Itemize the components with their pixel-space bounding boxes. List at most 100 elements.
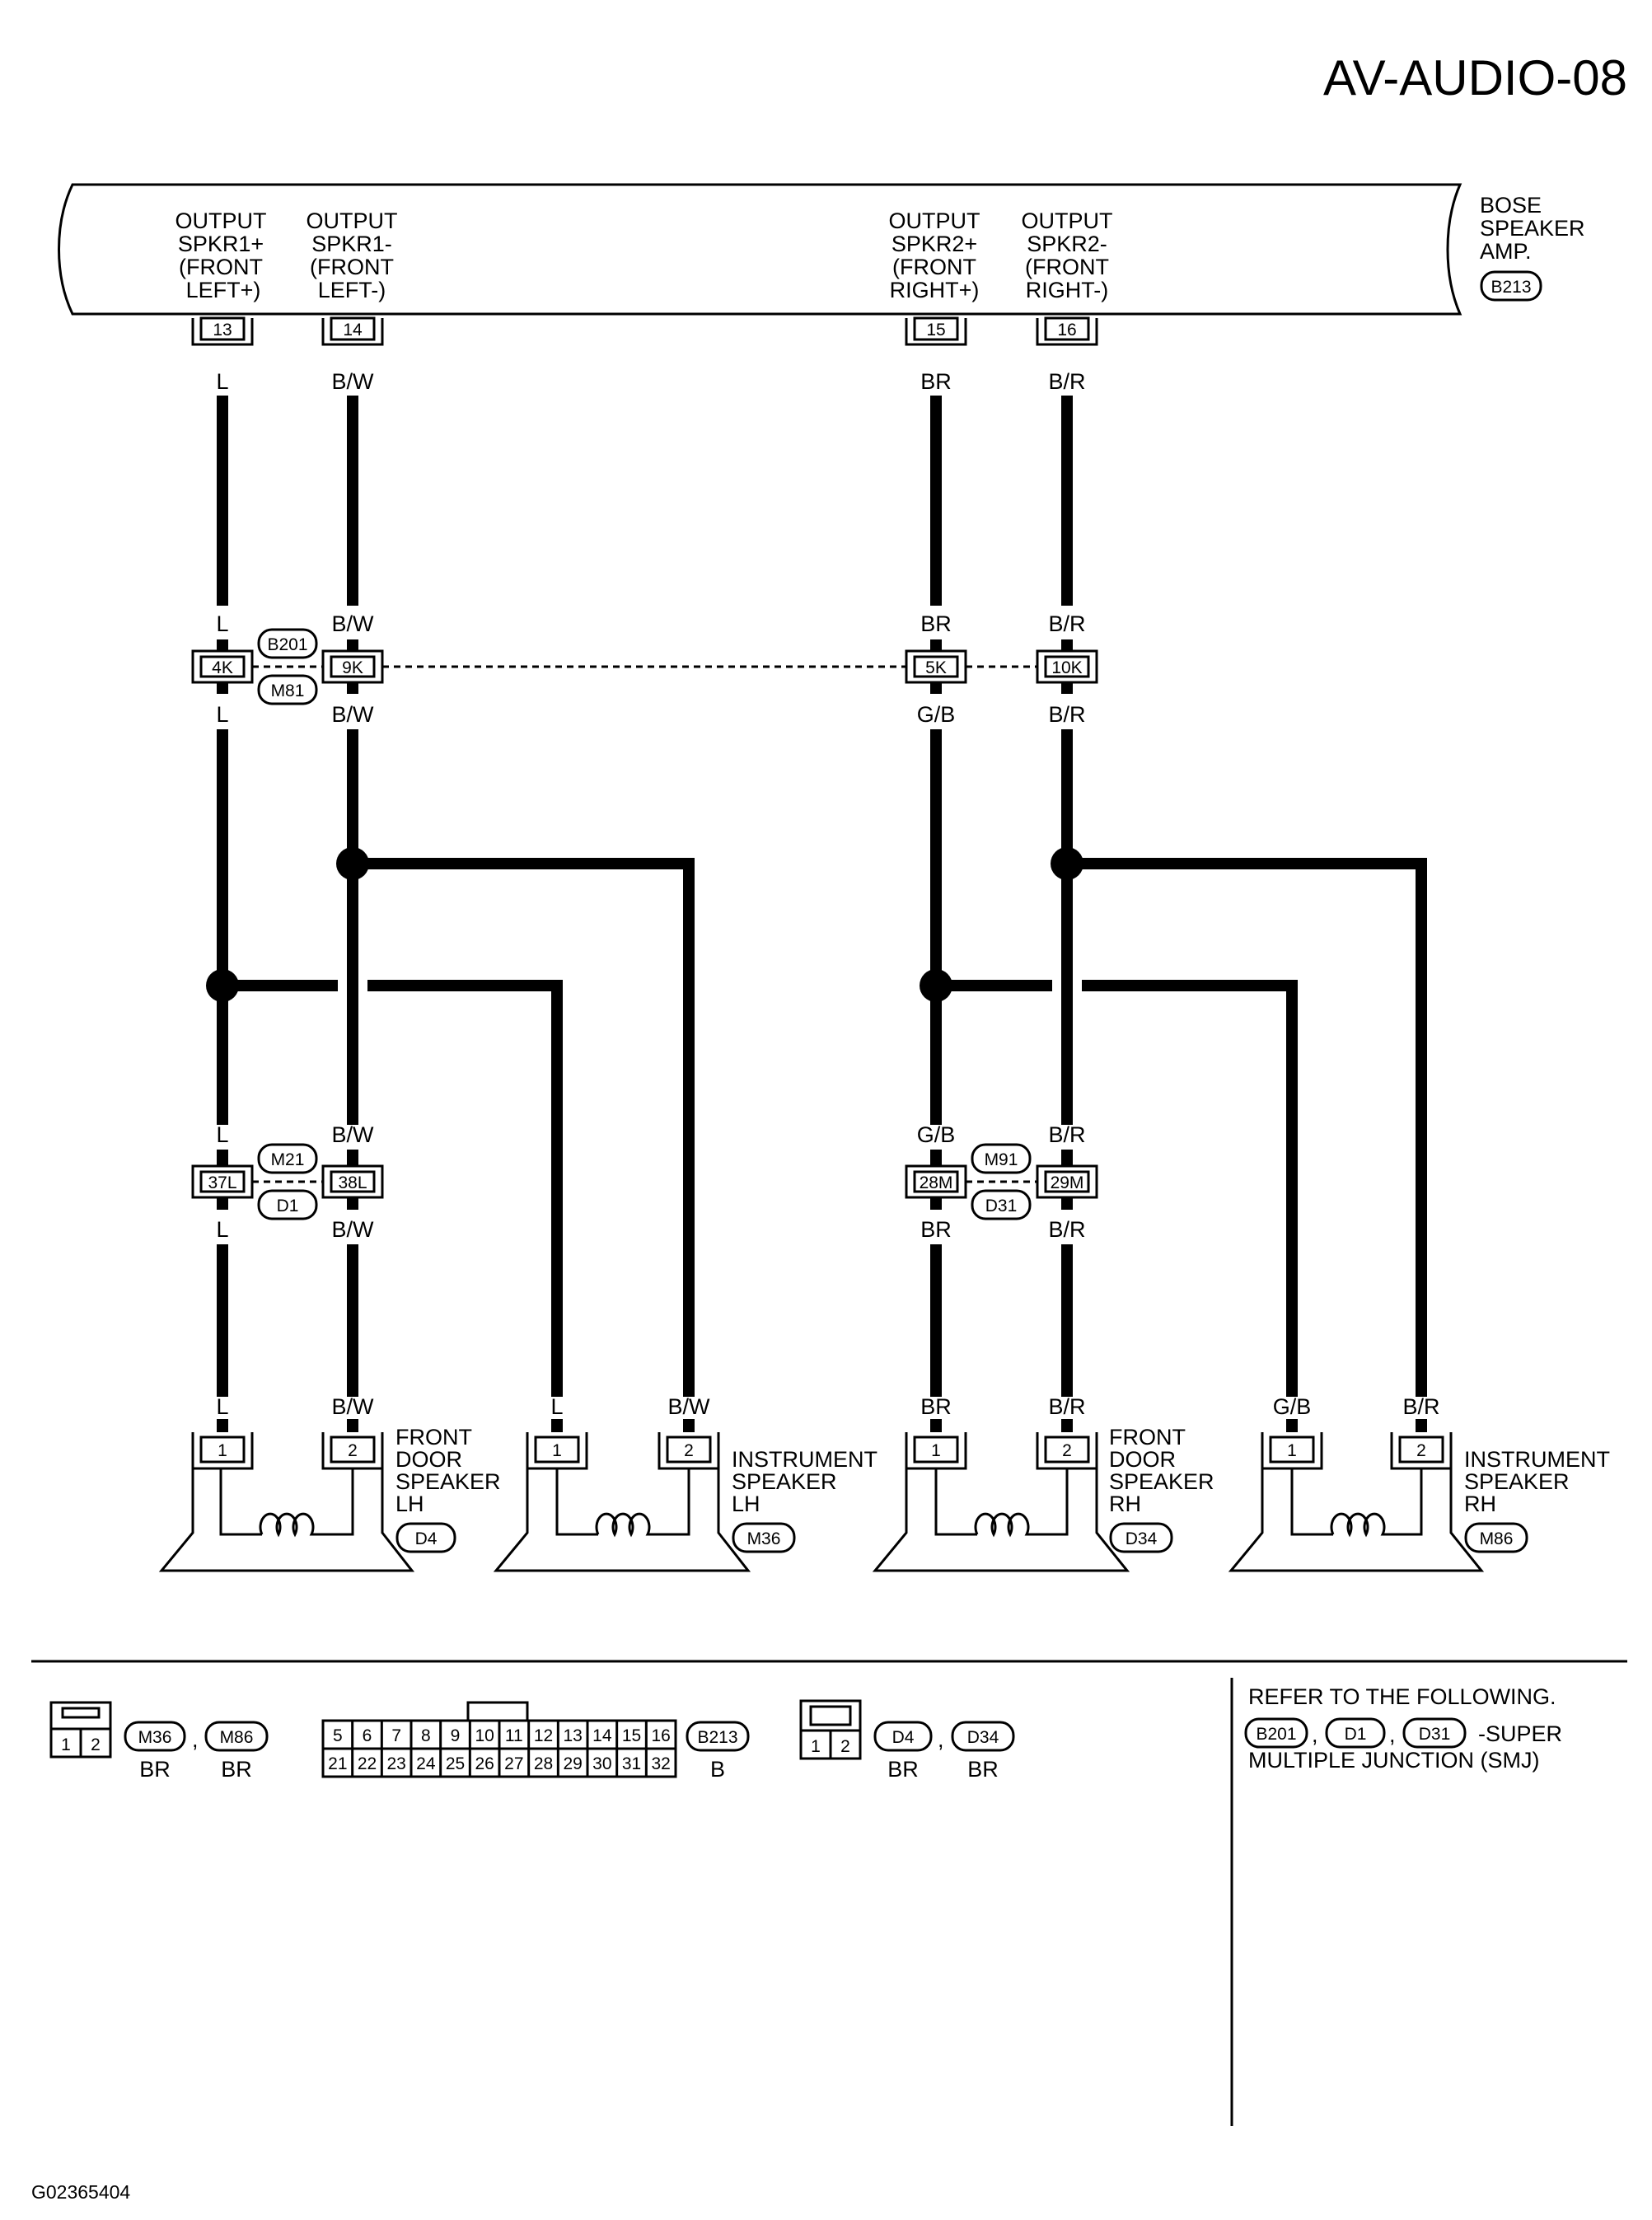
- junction1-pin-9k: 9K: [342, 658, 363, 677]
- speaker-pin-label: 2: [684, 1441, 694, 1460]
- amp-output-label-3: OUTPUT SPKR2+ (FRONT RIGHT+): [889, 208, 980, 302]
- speaker-pin-label: 2: [348, 1441, 358, 1460]
- amp-connector-pill: [1480, 270, 1542, 302]
- legend-pin: 29: [563, 1754, 582, 1773]
- wire-color-label: L: [216, 702, 228, 727]
- refer-connector: B201: [1256, 1725, 1296, 1744]
- amp-output-4-line1: OUTPUT: [1022, 208, 1113, 233]
- amp-output-2-line3: (FRONT: [310, 255, 394, 279]
- coil-icon: [1290, 1468, 1423, 1538]
- connector-m86-pill: [1464, 1522, 1528, 1553]
- junction1-pin-10k: 10K: [1051, 658, 1082, 677]
- speaker-front-door-rh: BR B/R 1 2 FRONT DOOR SPEAKER RH D34: [872, 1394, 1214, 1572]
- amp-name: BOSE SPEAKER AMP. B213: [1480, 193, 1585, 302]
- svg-text:,: ,: [1312, 1722, 1318, 1747]
- legend-pin: 15: [622, 1726, 641, 1745]
- speaker-body: [1228, 1468, 1485, 1572]
- speaker-label: SPEAKER: [1109, 1469, 1214, 1494]
- speaker-pin-label: 1: [1287, 1441, 1297, 1460]
- connector-m81-label: M81: [271, 681, 305, 700]
- speaker-label: RH: [1109, 1492, 1141, 1516]
- wire-color-label: L: [216, 611, 228, 636]
- junction1-pin-4k: 4K: [212, 658, 233, 677]
- svg-text:,: ,: [192, 1727, 199, 1752]
- splice-point: [336, 847, 369, 880]
- refer-heading: REFER TO THE FOLLOWING.: [1248, 1684, 1556, 1709]
- legend-label: D4: [892, 1728, 915, 1747]
- legend-pin: 10: [475, 1726, 494, 1745]
- legend-pin: 30: [592, 1754, 611, 1773]
- speaker-label: SPEAKER: [395, 1469, 501, 1494]
- refer-line3: MULTIPLE JUNCTION (SMJ): [1248, 1748, 1540, 1773]
- wire-color-label: L: [216, 1394, 228, 1419]
- amp-pin-13: 13: [191, 316, 254, 346]
- speaker-pin-label: 1: [552, 1441, 562, 1460]
- speaker-label: FRONT: [1109, 1425, 1186, 1450]
- amp-pin-14: 14: [321, 316, 384, 346]
- wire-color-label: BR: [920, 1394, 952, 1419]
- refer-connector: D31: [1419, 1725, 1451, 1744]
- speaker-instrument-rh: G/B B/R 1 2 INSTRUMENT SPEAKER RH M86: [1228, 1394, 1610, 1572]
- legend-pin: 22: [358, 1754, 377, 1773]
- legend-pin: 13: [563, 1726, 582, 1745]
- wire-color-label: G/B: [917, 1122, 956, 1147]
- legend-color: BR: [887, 1757, 919, 1782]
- amp-pin-16-label: 16: [1057, 321, 1076, 340]
- amp-output-4-line4: RIGHT-): [1026, 278, 1109, 302]
- legend-pin: 23: [386, 1754, 405, 1773]
- connector-d1-pill: [257, 1189, 318, 1220]
- speaker-label: LH: [732, 1492, 760, 1516]
- legend-connector-d4-d34: 1 2 D4 , D34 BR BR: [799, 1699, 1015, 1782]
- wire-color-label: B/R: [1048, 702, 1085, 727]
- connector-m91-pill: [971, 1143, 1032, 1174]
- amp-output-3-line2: SPKR2+: [892, 232, 977, 256]
- wires: [206, 396, 1427, 1397]
- connector-m81-pill: [257, 674, 318, 705]
- speaker-label: INSTRUMENT: [732, 1447, 877, 1472]
- wire-color-label: B/R: [1402, 1394, 1439, 1419]
- legend-pin: 16: [651, 1726, 670, 1745]
- junction2-pin-28m: 28M: [920, 1173, 953, 1192]
- junction-b201-m81: L B/W BR B/R 4K 9K 5K 10K B201 M81 L B/W: [191, 611, 1098, 727]
- wire-color-label: B/W: [332, 1217, 375, 1242]
- wire-color-label: BR: [920, 369, 952, 394]
- amp-output-3-line1: OUTPUT: [889, 208, 980, 233]
- splice-point: [1051, 847, 1083, 880]
- wire-color-label: B/W: [332, 702, 375, 727]
- legend-pin: 1: [61, 1735, 71, 1754]
- legend-pin: 32: [651, 1754, 670, 1773]
- coil-icon: [555, 1468, 690, 1538]
- connector-d31-pill: [971, 1189, 1032, 1220]
- amp-box: [58, 183, 1462, 316]
- speaker-body: [872, 1468, 1130, 1572]
- wire-color-label: BR: [920, 611, 952, 636]
- wire-color-label: G/B: [917, 702, 956, 727]
- coil-icon: [934, 1468, 1069, 1538]
- refer-connector: D1: [1345, 1725, 1367, 1744]
- amp-output-3-line4: RIGHT+): [890, 278, 980, 302]
- amp-output-label-4: OUTPUT SPKR2- (FRONT RIGHT-): [1022, 208, 1113, 302]
- figure-id: G02365404: [31, 2181, 130, 2203]
- speaker-label: LH: [395, 1492, 424, 1516]
- wire-color-label: B/W: [332, 369, 375, 394]
- amp-pin-16: 16: [1036, 316, 1098, 346]
- svg-text:,: ,: [938, 1727, 944, 1752]
- legend-pin: 24: [416, 1754, 436, 1773]
- legend-pin: 6: [363, 1726, 372, 1745]
- legend-color: BR: [967, 1757, 999, 1782]
- splice-point: [920, 969, 952, 1002]
- amp-output-2-line2: SPKR1-: [311, 232, 392, 256]
- speaker-label: DOOR: [395, 1447, 462, 1472]
- refer-suffix: -SUPER: [1478, 1721, 1562, 1746]
- connector-m36-label: M36: [747, 1529, 781, 1548]
- wire-color-label: G/B: [1273, 1394, 1312, 1419]
- amp-output-1-line2: SPKR1+: [178, 232, 264, 256]
- legend-connector-m36-m86: 1 2 M36 , M86 BR BR: [49, 1701, 269, 1782]
- amp-output-4-line3: (FRONT: [1025, 255, 1109, 279]
- connector-d31-label: D31: [985, 1197, 1018, 1215]
- connector-d4-label: D4: [415, 1529, 438, 1548]
- junction2-pin-37l: 37L: [208, 1173, 236, 1192]
- speaker-pin-label: 1: [931, 1441, 941, 1460]
- legend-pin: 2: [91, 1735, 101, 1754]
- connector-b201-pill: [257, 628, 318, 659]
